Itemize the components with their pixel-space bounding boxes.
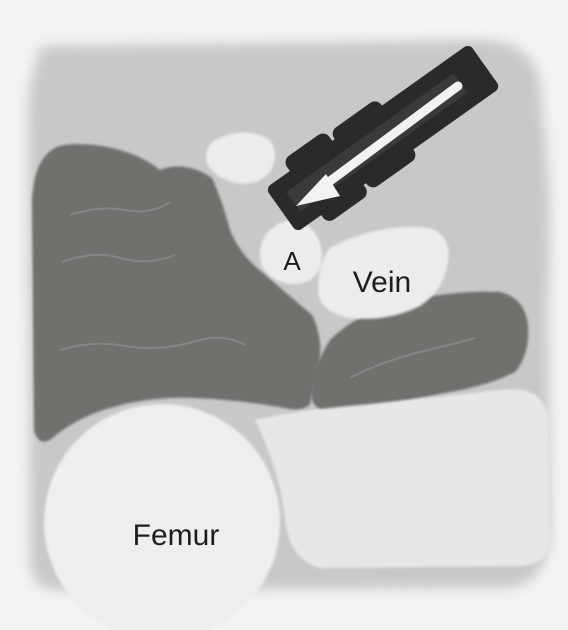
vein: [318, 226, 449, 319]
right-muscle-striation: [349, 337, 476, 379]
artery: [260, 219, 322, 284]
lower-tissue-block: [255, 389, 550, 568]
vein-label: Vein: [353, 266, 411, 299]
left-muscle-striations: [59, 201, 246, 351]
femur-bone: [44, 404, 280, 630]
left-muscle: [32, 144, 321, 442]
upper-light-structure: [206, 132, 275, 184]
ultrasound-probe: [267, 45, 499, 231]
femur-label: Femur: [133, 519, 220, 552]
needle-arrow-icon: [296, 81, 463, 206]
artery-label: A: [283, 246, 301, 276]
